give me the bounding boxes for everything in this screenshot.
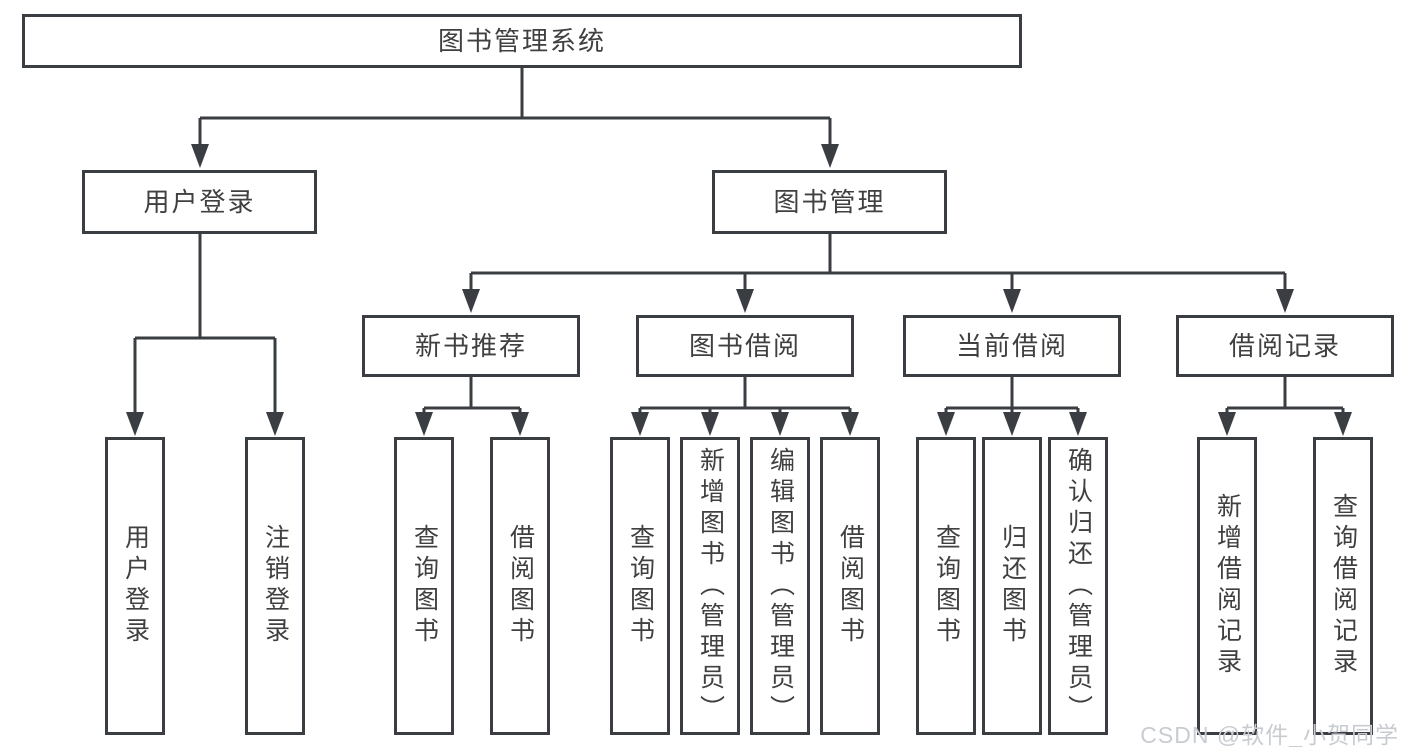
node-current-borrowing: 当前借阅: [903, 315, 1121, 377]
node-label: 查询图书: [932, 524, 961, 648]
leaf-confirm-return-admin: 确认归还（管理员）: [1048, 437, 1108, 735]
leaf-borrow-books: 借阅图书: [820, 437, 880, 735]
node-label: 新书推荐: [414, 331, 527, 361]
leaf-query-books-recommend: 查询图书: [394, 437, 454, 735]
node-label: 归还图书: [998, 524, 1027, 648]
watermark: CSDN @软件_小贺同学: [1140, 722, 1399, 747]
node-label: 用户登录: [143, 187, 256, 217]
node-label: 编辑图书（管理员）: [766, 446, 795, 726]
node-library-management-system: 图书管理系统: [22, 14, 1022, 68]
leaf-query-books-current: 查询图书: [916, 437, 976, 735]
node-book-borrowing: 图书借阅: [636, 315, 854, 377]
leaf-user-login: 用户登录: [105, 437, 165, 735]
leaf-query-books-borrowing: 查询图书: [610, 437, 670, 735]
leaf-borrow-books-recommend: 借阅图书: [490, 437, 550, 735]
node-label: 查询借阅记录: [1329, 493, 1358, 679]
node-label: 图书管理: [773, 187, 886, 217]
node-new-book-recommendation: 新书推荐: [362, 315, 580, 377]
node-label: 借阅图书: [506, 524, 535, 648]
node-label: 图书管理系统: [437, 26, 606, 56]
node-label: 借阅记录: [1228, 331, 1341, 361]
node-label: 新增借阅记录: [1213, 493, 1242, 679]
leaf-add-borrow-record: 新增借阅记录: [1197, 437, 1257, 735]
node-label: 用户登录: [121, 524, 150, 648]
node-label: 当前借阅: [955, 331, 1068, 361]
leaf-add-book-admin: 新增图书（管理员）: [680, 437, 740, 735]
node-user-login: 用户登录: [82, 170, 317, 234]
leaf-logout: 注销登录: [245, 437, 305, 735]
node-label: 确认归还（管理员）: [1064, 446, 1093, 726]
node-label: 注销登录: [261, 524, 290, 648]
leaf-return-book: 归还图书: [982, 437, 1042, 735]
node-book-management: 图书管理: [712, 170, 947, 234]
leaf-query-borrow-record: 查询借阅记录: [1313, 437, 1373, 735]
node-label: 查询图书: [626, 524, 655, 648]
node-label: 查询图书: [410, 524, 439, 648]
node-label: 新增图书（管理员）: [696, 446, 725, 726]
node-label: 图书借阅: [688, 331, 801, 361]
leaf-edit-book-admin: 编辑图书（管理员）: [750, 437, 810, 735]
node-label: 借阅图书: [836, 524, 865, 648]
node-borrowing-records: 借阅记录: [1176, 315, 1394, 377]
